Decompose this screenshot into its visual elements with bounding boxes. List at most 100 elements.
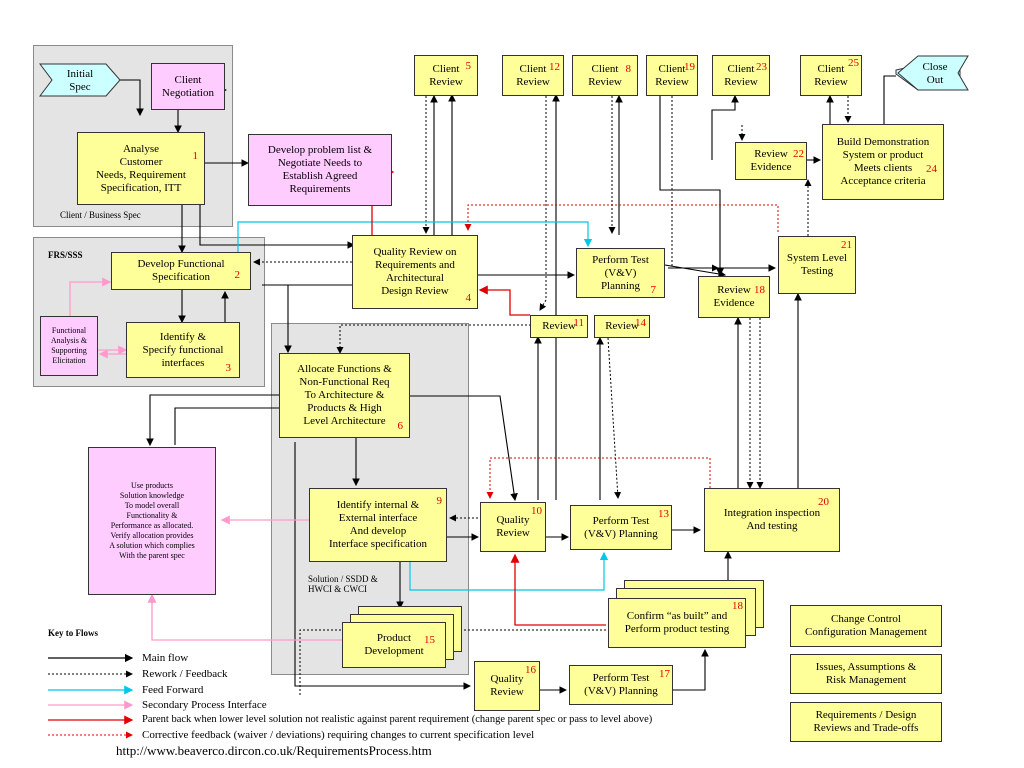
key-feed-forward-label: Feed Forward [142, 684, 204, 696]
node-text: Identify & Specify functional interfaces [142, 330, 224, 369]
node-text: Quality Review [490, 673, 524, 698]
initial-spec-label: Initial Spec [66, 68, 94, 93]
step-number: 5 [465, 60, 472, 72]
node-text: Use products Solution knowledge To model… [109, 481, 195, 560]
side-box-text: Change Control Configuration Management [805, 613, 927, 638]
source-url[interactable]: http://www.beaverco.dircon.co.uk/Require… [116, 743, 432, 758]
node-text: Quality Review [496, 514, 530, 539]
step-number: 7 [650, 284, 657, 296]
quality-review-requirements-node[interactable]: Quality Review on Requirements and Archi… [352, 235, 478, 309]
step-number: 21 [841, 239, 852, 251]
step-number: 1 [192, 150, 199, 162]
node-text: Integration inspection And testing [723, 507, 821, 532]
step-number: 24 [926, 163, 937, 175]
step-number: 19 [684, 61, 695, 73]
node-text: Develop Functional Specification [137, 258, 225, 283]
node-text: Perform Test (V&V) Planning [592, 253, 649, 292]
close-out-label: Close Out [922, 61, 948, 86]
step-number: 4 [465, 292, 472, 304]
key-title: Key to Flows [48, 628, 98, 638]
node-text: Analyse Customer Needs, Requirement Spec… [96, 142, 186, 194]
use-products-node[interactable]: Use products Solution knowledge To model… [88, 447, 216, 595]
step-number: 6 [397, 420, 404, 432]
step-number: 11 [573, 317, 584, 329]
node-text: Allocate Functions & Non-Functional Req … [297, 363, 392, 427]
node-text: Review [605, 320, 639, 332]
identify-specify-node[interactable]: Identify & Specify functional interfaces… [126, 322, 240, 378]
node-text: Quality Review on Requirements and Archi… [373, 246, 457, 297]
node-text: Build Demonstration System or product Me… [836, 136, 930, 187]
node-text: System Level Testing [786, 252, 848, 277]
step-number: 20 [818, 496, 829, 508]
step-number: 3 [225, 362, 232, 374]
side-box-text: Requirements / Design Reviews and Trade-… [813, 709, 919, 734]
build-demonstration-node[interactable]: Build Demonstration System or product Me… [822, 124, 944, 200]
step-number: 12 [549, 61, 560, 73]
node-text: Review Evidence [713, 284, 755, 309]
side-box-text: Issues, Assumptions & Risk Management [815, 661, 917, 686]
node-text: Confirm “as built” and Perform product t… [624, 610, 730, 635]
node-text: Client Review [516, 62, 550, 88]
node-text: Client Review [588, 62, 622, 88]
node-text: Functional Analysis & Supporting Elicita… [50, 326, 88, 365]
confirm-as-built-node[interactable]: Confirm “as built” and Perform product t… [608, 598, 746, 648]
node-text: Perform Test (V&V) Planning [584, 672, 658, 697]
requirements-reviews-box[interactable]: Requirements / Design Reviews and Trade-… [790, 702, 942, 742]
node-text: Product Development [364, 632, 424, 657]
key-lines [48, 653, 134, 739]
step-number: 22 [793, 148, 804, 160]
functional-analysis-node[interactable]: Functional Analysis & Supporting Elicita… [40, 316, 98, 376]
identify-internal-node[interactable]: Identify internal & External interface A… [309, 488, 447, 562]
issues-assumptions-box[interactable]: Issues, Assumptions & Risk Management [790, 654, 942, 694]
step-number: 17 [659, 668, 670, 680]
node-text: Identify internal & External interface A… [328, 499, 428, 550]
node-text: Review [542, 320, 576, 332]
initial-spec-chevron [39, 63, 121, 97]
allocate-functions-node[interactable]: Allocate Functions & Non-Functional Req … [279, 353, 410, 438]
step-number: 13 [658, 508, 669, 520]
analyse-needs-node[interactable]: Analyse Customer Needs, Requirement Spec… [77, 132, 205, 205]
frs-sss-label: FRS/SSS [48, 250, 83, 260]
step-number: 14 [635, 317, 646, 329]
change-control-box[interactable]: Change Control Configuration Management [790, 605, 942, 647]
step-number: 2 [234, 269, 241, 281]
develop-functional-node[interactable]: Develop Functional Specification 2 [111, 252, 251, 290]
problem-list-node[interactable]: Develop problem list & Negotiate Needs t… [248, 134, 392, 206]
key-parent-back-label: Parent back when lower level solution no… [142, 714, 653, 725]
step-number: 23 [756, 61, 767, 73]
node-text: Develop problem list & Negotiate Needs t… [267, 144, 373, 195]
step-number: 16 [525, 664, 536, 676]
client-negotiation-node[interactable]: Client Negotiation [151, 63, 225, 110]
step-number: 9 [436, 495, 443, 507]
step-number: 25 [848, 57, 859, 69]
node-text: Client Review [814, 62, 848, 88]
step-number: 10 [531, 505, 542, 517]
node-text: Review Evidence [750, 148, 792, 173]
key-rework-label: Rework / Feedback [142, 668, 228, 680]
step-number: 18 [732, 600, 743, 612]
step-number: 18 [754, 284, 765, 296]
key-secondary-label: Secondary Process Interface [142, 699, 267, 711]
node-text: Client Review [724, 62, 758, 88]
step-number: 15 [424, 634, 435, 646]
